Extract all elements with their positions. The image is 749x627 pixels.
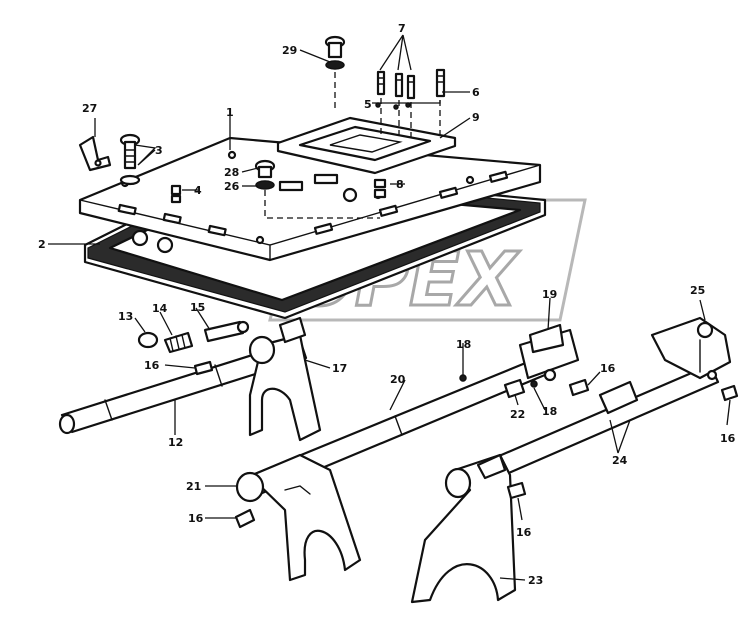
bracket-25 <box>650 316 732 381</box>
callout-18-b: 18 <box>542 405 557 418</box>
callout-29: 29 <box>282 44 297 57</box>
spring-14 <box>163 331 194 354</box>
callout-2: 2 <box>38 238 46 251</box>
fork-21 <box>235 453 362 582</box>
pin-16-e <box>506 481 527 500</box>
callout-19: 19 <box>542 288 557 301</box>
callout-27: 27 <box>82 102 97 115</box>
studs-7 <box>375 68 446 140</box>
bolt-28 <box>254 159 380 219</box>
screw-4 <box>170 184 182 204</box>
callout-22: 22 <box>510 408 525 421</box>
pin-16-d <box>720 384 739 402</box>
callout-8: 8 <box>396 178 404 191</box>
callout-4: 4 <box>194 184 202 197</box>
pin-16-b <box>568 378 590 397</box>
callout-13: 13 <box>118 310 133 323</box>
fork-17 <box>248 316 322 442</box>
selector-rod-12 <box>58 338 308 435</box>
callout-14: 14 <box>152 302 168 315</box>
selector-rod-24 <box>453 363 720 494</box>
callout-3: 3 <box>155 144 163 157</box>
callout-12: 12 <box>168 436 183 449</box>
pin-16-c <box>234 508 256 529</box>
callout-1: 1 <box>226 106 234 119</box>
pin-16-a <box>193 360 214 376</box>
callout-20: 20 <box>390 373 406 386</box>
bracket-19 <box>518 323 580 382</box>
callout-16-a: 16 <box>144 359 160 372</box>
bolt-29 <box>324 35 346 112</box>
bolt-8 <box>373 178 387 199</box>
callout-16-b: 16 <box>600 362 616 375</box>
callout-9: 9 <box>472 111 480 124</box>
callout-16-c: 16 <box>188 512 204 525</box>
fork-23 <box>410 453 517 604</box>
callout-15: 15 <box>190 301 205 314</box>
pin-15 <box>203 320 250 343</box>
bracket-27 <box>78 135 112 172</box>
callout-16-d: 16 <box>516 526 532 539</box>
callout-21: 21 <box>186 480 201 493</box>
callout-5: 5 <box>364 98 372 111</box>
callout-26: 26 <box>224 180 240 193</box>
leader-lines <box>48 34 731 581</box>
callout-23: 23 <box>528 574 543 587</box>
inner-plate <box>276 116 457 175</box>
callout-7: 7 <box>398 22 406 35</box>
bolt-3 <box>119 133 141 186</box>
callout-17: 17 <box>332 362 347 375</box>
callout-28: 28 <box>224 166 239 179</box>
callout-18-a: 18 <box>456 338 471 351</box>
callout-25: 25 <box>690 284 705 297</box>
callout-24: 24 <box>612 454 628 467</box>
callout-6: 6 <box>472 86 480 99</box>
callout-labels: 1 2 3 4 5 6 7 8 9 12 13 14 15 16 16 16 1… <box>38 22 736 587</box>
plug-13 <box>137 331 159 349</box>
callout-16-e: 16 <box>720 432 736 445</box>
